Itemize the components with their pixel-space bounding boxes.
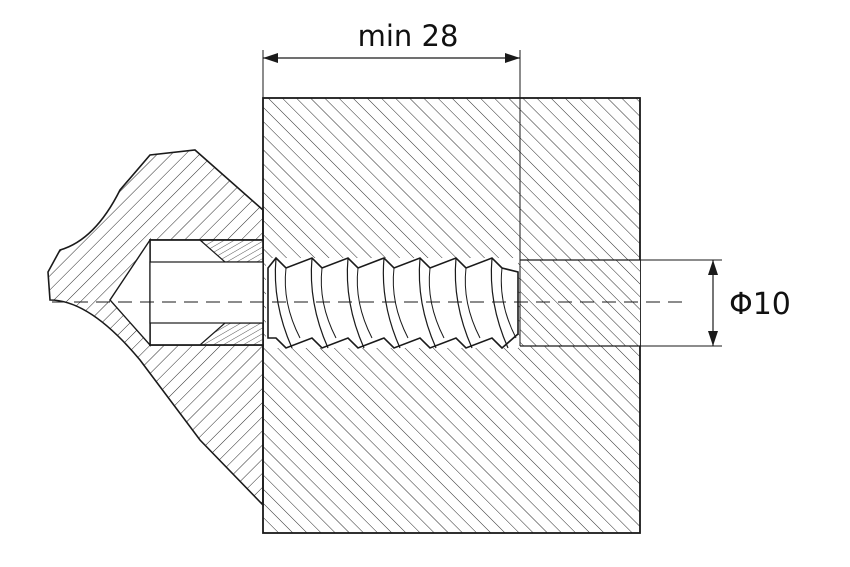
length-label: min 28 bbox=[358, 19, 459, 53]
left-panel-section bbox=[47, 149, 264, 507]
thread-root-line bbox=[320, 267, 337, 339]
thread-helix-line bbox=[490, 257, 509, 349]
thread-root-line bbox=[464, 267, 481, 339]
thread-helix-line bbox=[274, 257, 293, 349]
thread-root-line bbox=[428, 267, 445, 339]
thread-root-line bbox=[356, 267, 373, 339]
thread-helix-line bbox=[418, 257, 437, 349]
thread-helix-line bbox=[382, 257, 401, 349]
length-dimension: min 28 bbox=[262, 19, 521, 98]
thread-helix-line bbox=[346, 257, 365, 349]
diameter-label: Φ10 bbox=[729, 287, 791, 322]
screw-thread-outline bbox=[267, 256, 519, 350]
threaded-screw bbox=[266, 256, 519, 350]
diameter-dimension: Φ10 bbox=[640, 259, 791, 347]
sleeve-insert bbox=[109, 237, 264, 347]
thread-root-line bbox=[500, 267, 517, 339]
thread-helix-line bbox=[310, 257, 329, 349]
thread-root-line bbox=[392, 267, 409, 339]
thread-helix-line bbox=[454, 257, 473, 349]
thread-root-line bbox=[284, 267, 301, 339]
